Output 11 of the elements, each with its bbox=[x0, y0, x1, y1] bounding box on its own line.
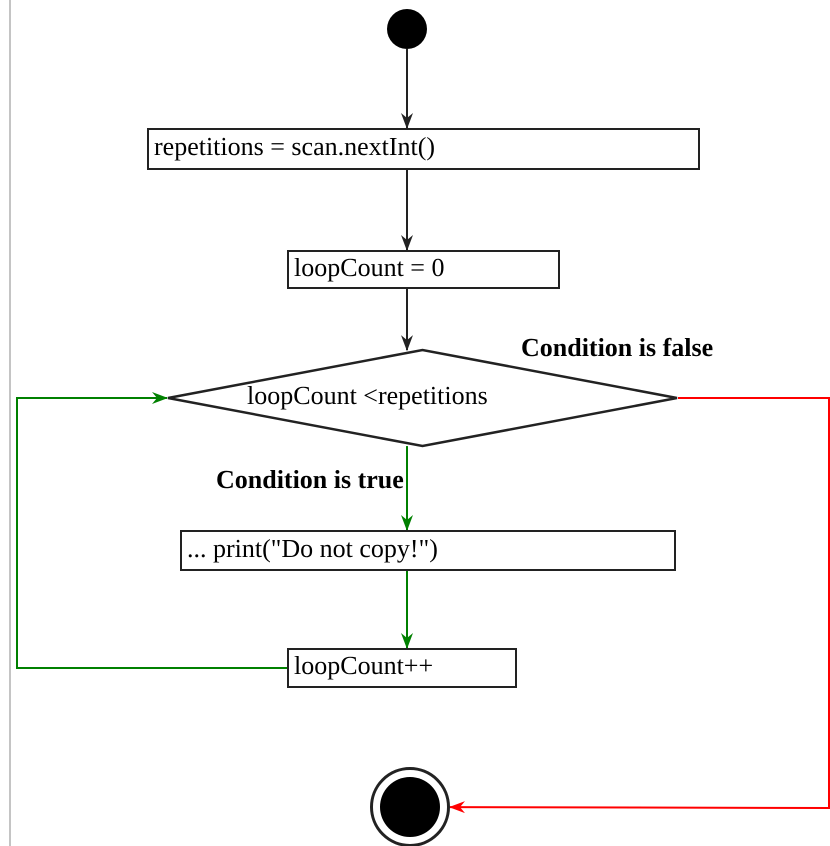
node-text: repetitions = scan.nextInt() bbox=[154, 134, 436, 160]
node-text: ... print("Do not copy!") bbox=[187, 536, 438, 562]
node-text: loopCount++ bbox=[294, 653, 434, 679]
process-box bbox=[147, 128, 700, 170]
start-node bbox=[387, 9, 427, 49]
node-text: loopCount = 0 bbox=[294, 254, 444, 280]
node-text: loopCount <repetitions bbox=[247, 383, 488, 409]
process-box bbox=[287, 648, 517, 688]
process-box bbox=[180, 530, 676, 571]
process-box bbox=[287, 250, 560, 289]
end-node bbox=[370, 767, 450, 846]
